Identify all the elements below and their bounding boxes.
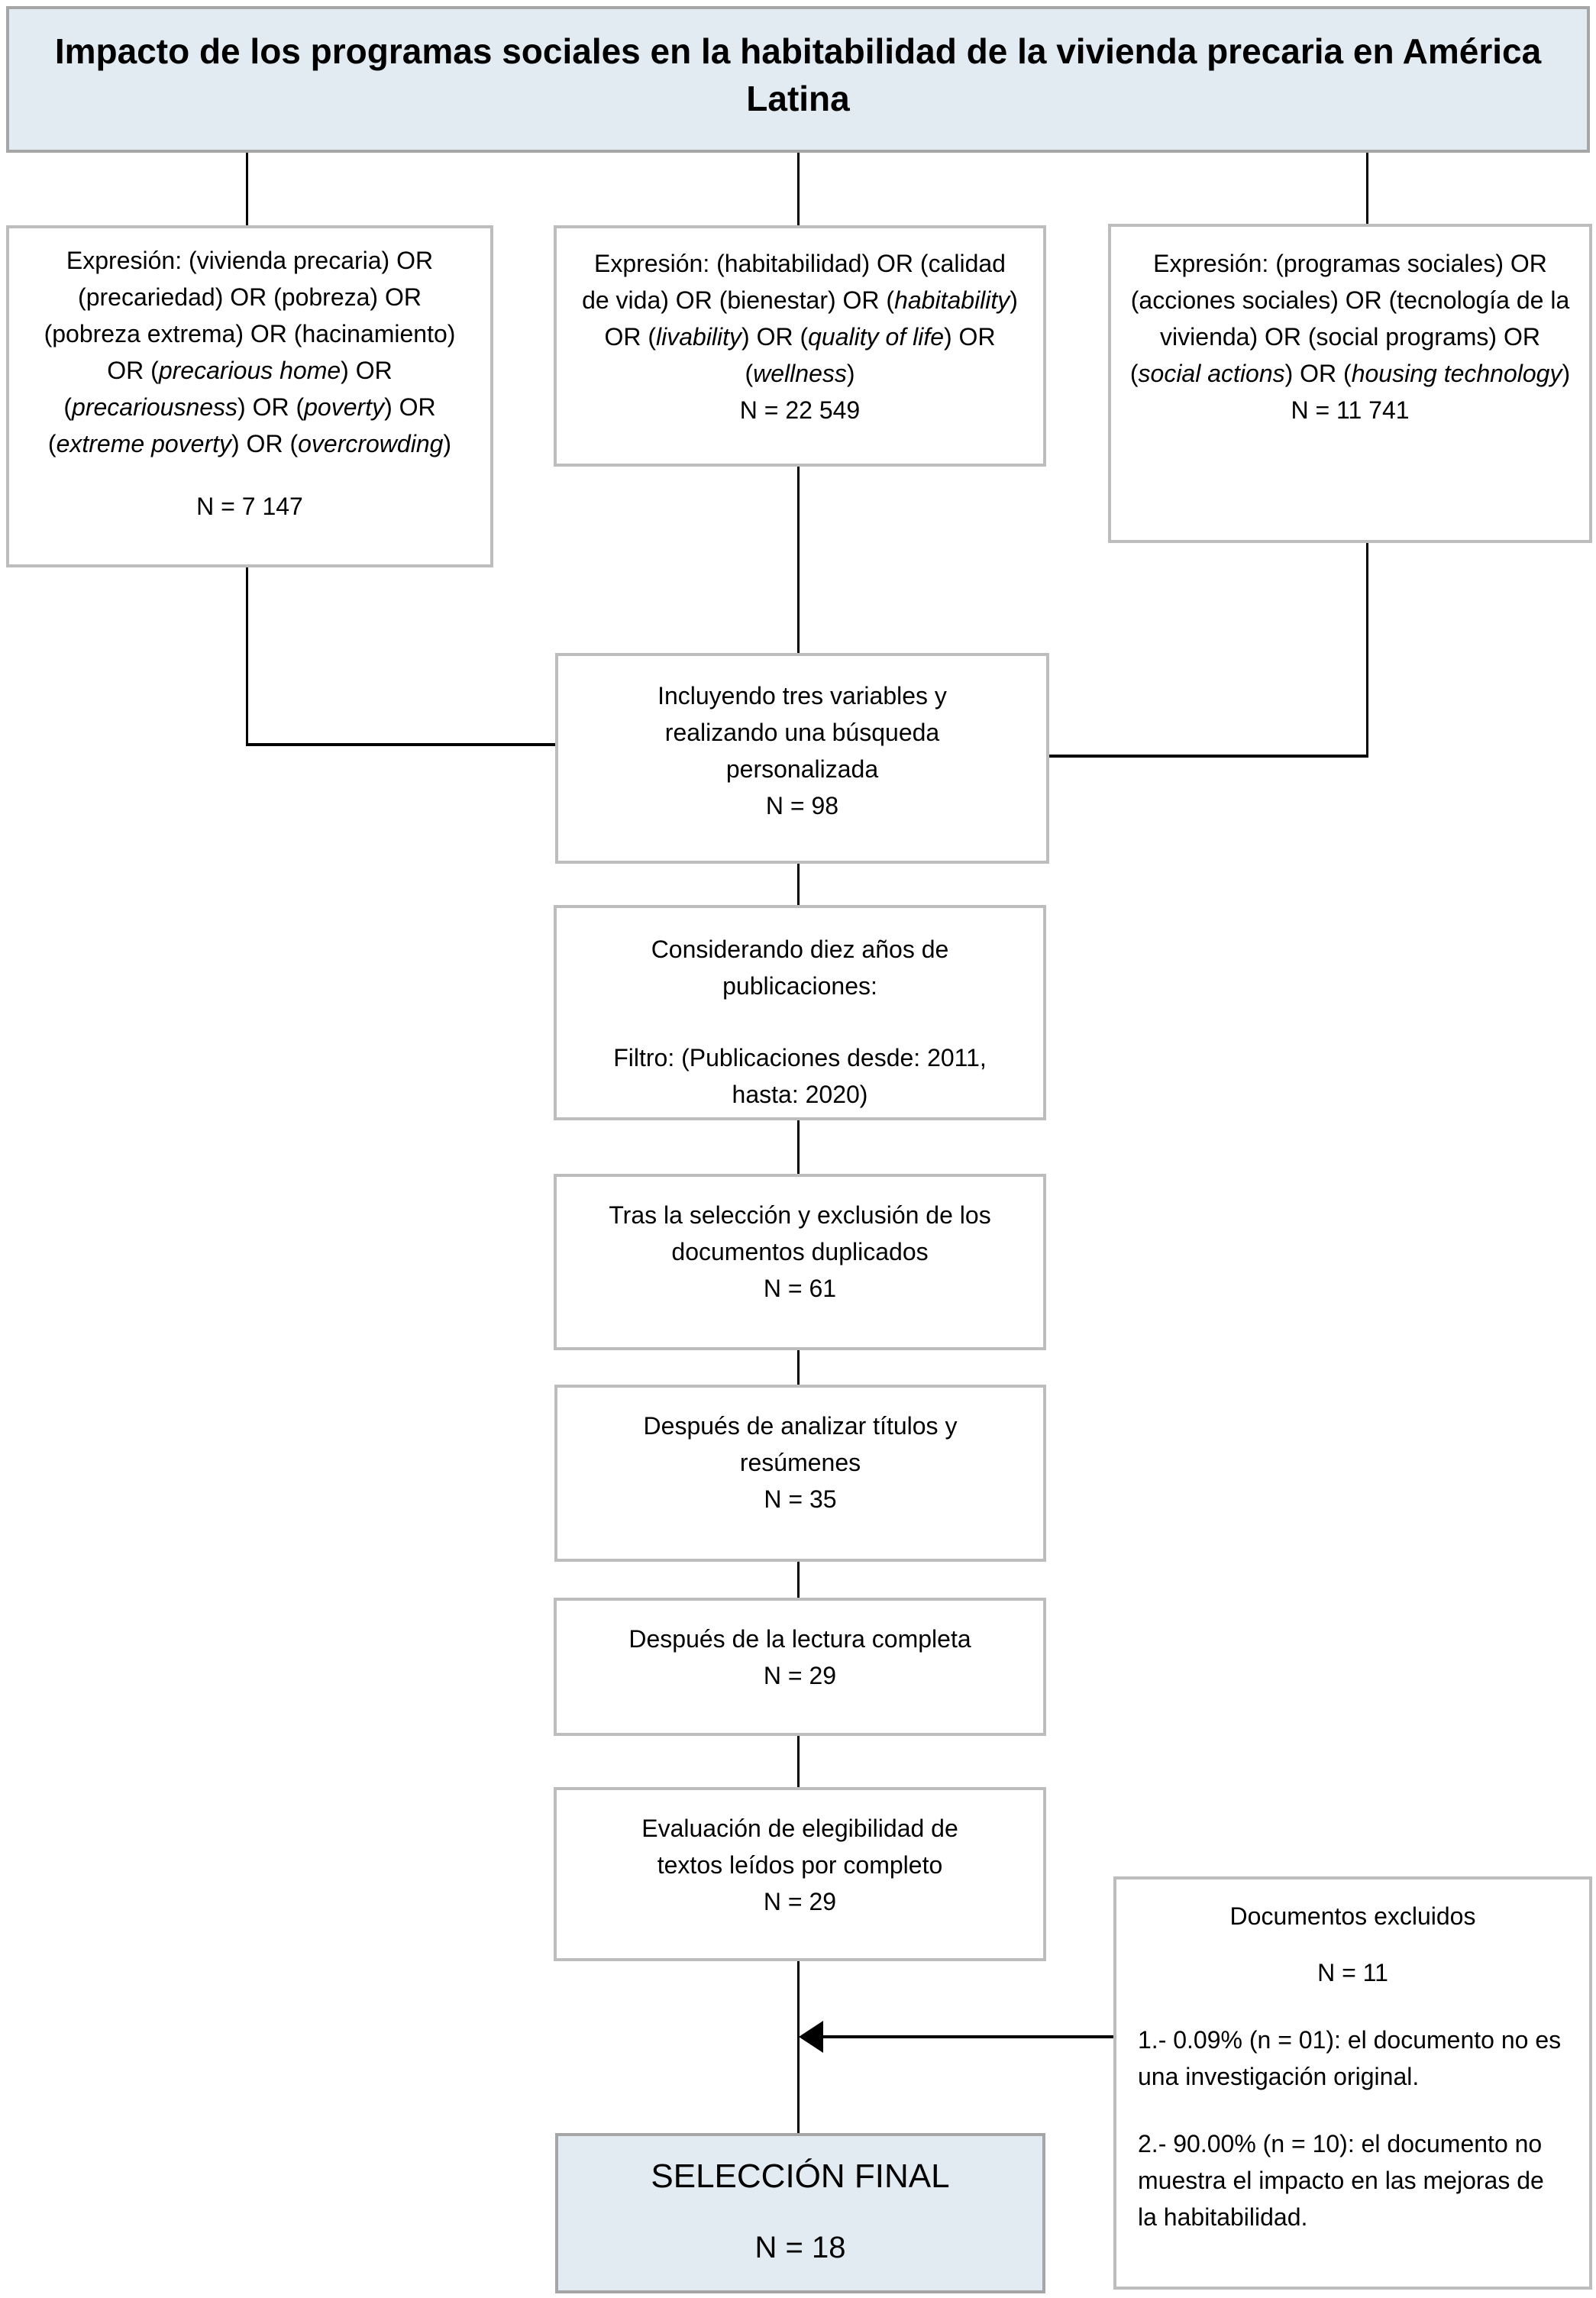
connector-right-box-drop — [1366, 543, 1368, 758]
expression-text: Expresión: (vivienda precaria) OR (preca… — [44, 247, 456, 457]
expression-text: Expresión: (habitabilidad) OR (calidad d… — [582, 250, 1018, 387]
excluded-reason-item: 1.- 0.09% (n = 01): el documento no es u… — [1138, 2026, 1562, 2090]
count-label: N = 7 147 — [196, 493, 303, 520]
box-seleccion-final: SELECCIÓN FINAL N = 18 — [555, 2133, 1045, 2293]
step-text: Tras la selección y exclusión de los doc… — [609, 1201, 991, 1265]
connector-left-box-drop — [246, 567, 248, 746]
step-text: Incluyendo tres variables y realizando u… — [657, 682, 947, 783]
expression-text: Expresión: (programas sociales) OR (acci… — [1129, 250, 1571, 387]
connector-incluyendo-to-considerando — [797, 864, 800, 905]
connector-middle-box-drop — [797, 467, 800, 653]
connector-right-box-horizontal — [1049, 755, 1368, 758]
excluded-reasons-list: 1.- 0.09% (n = 01): el documento no es u… — [1138, 2022, 1568, 2235]
step-text: Después de la lectura completa — [628, 1625, 971, 1653]
box-analisis-titulos: Después de analizar títulos y resúmenes … — [554, 1385, 1046, 1562]
connector-tras-to-despues-titulos — [797, 1350, 800, 1385]
step-text: Considerando diez años de publicaciones: — [651, 936, 949, 1000]
connector-despues-titulos-to-lectura — [797, 1562, 800, 1598]
count-label: N = 29 — [763, 1662, 837, 1689]
count-label: N = 29 — [763, 1888, 837, 1915]
box-expression-habitabilidad: Expresión: (habitabilidad) OR (calidad d… — [554, 225, 1046, 467]
box-incluyendo-variables: Incluyendo tres variables y realizando u… — [555, 653, 1049, 864]
box-lectura-completa: Después de la lectura completa N = 29 — [554, 1598, 1046, 1736]
box-expression-programas-sociales: Expresión: (programas sociales) OR (acci… — [1108, 224, 1592, 543]
filter-text: Filtro: (Publicaciones desde: 2011, hast… — [613, 1044, 987, 1108]
count-label: N = 98 — [765, 792, 839, 819]
box-expression-precariedad: Expresión: (vivienda precaria) OR (preca… — [6, 225, 493, 567]
connector-excluidos-arrow-line — [822, 2035, 1113, 2038]
final-selection-label: SELECCIÓN FINAL — [651, 2157, 950, 2195]
diagram-title-box: Impacto de los programas sociales en la … — [6, 6, 1590, 153]
count-label: N = 11 741 — [1291, 396, 1410, 424]
excluded-reason-item: 2.- 90.00% (n = 10): el documento no mue… — [1138, 2130, 1544, 2231]
count-label: N = 35 — [764, 1485, 837, 1513]
box-considerando-anios: Considerando diez años de publicaciones:… — [554, 905, 1046, 1120]
count-label: N = 11 — [1317, 1959, 1388, 1986]
box-documentos-excluidos: Documentos excluidos N = 11 1.- 0.09% (n… — [1113, 1876, 1592, 2290]
connector-title-to-left-box — [246, 153, 248, 225]
count-label: N = 22 549 — [739, 396, 861, 424]
excluded-heading: Documentos excluidos — [1229, 1902, 1476, 1930]
connector-left-box-horizontal — [246, 743, 555, 746]
count-label: N = 61 — [763, 1275, 837, 1302]
arrowhead-left-icon — [799, 2021, 823, 2053]
box-exclusion-duplicados: Tras la selección y exclusión de los doc… — [554, 1174, 1046, 1350]
connector-title-to-right-box — [1366, 153, 1368, 224]
box-evaluacion-elegibilidad: Evaluación de elegibilidad de textos leí… — [554, 1787, 1046, 1961]
connector-considerando-to-tras — [797, 1120, 800, 1174]
connector-lectura-to-evaluacion — [797, 1736, 800, 1787]
connector-title-to-middle-box — [797, 153, 800, 225]
step-text: Evaluación de elegibilidad de textos leí… — [641, 1815, 958, 1879]
count-label: N = 18 — [754, 2231, 846, 2264]
connector-evaluacion-to-seleccion — [797, 1961, 800, 2133]
step-text: Después de analizar títulos y resúmenes — [643, 1412, 958, 1476]
diagram-title: Impacto de los programas sociales en la … — [54, 31, 1542, 118]
